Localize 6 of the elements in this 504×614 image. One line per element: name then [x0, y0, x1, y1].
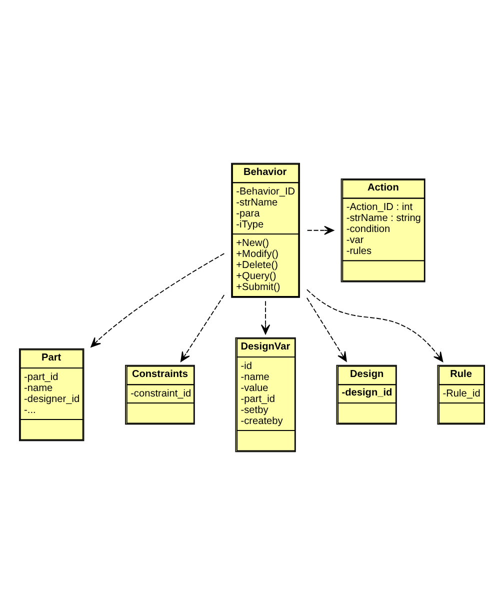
arrow [260, 300, 270, 334]
arrow [306, 225, 334, 234]
arrow [90, 252, 225, 347]
arrow [180, 294, 225, 362]
arrow [306, 296, 347, 362]
arrow [306, 288, 444, 362]
